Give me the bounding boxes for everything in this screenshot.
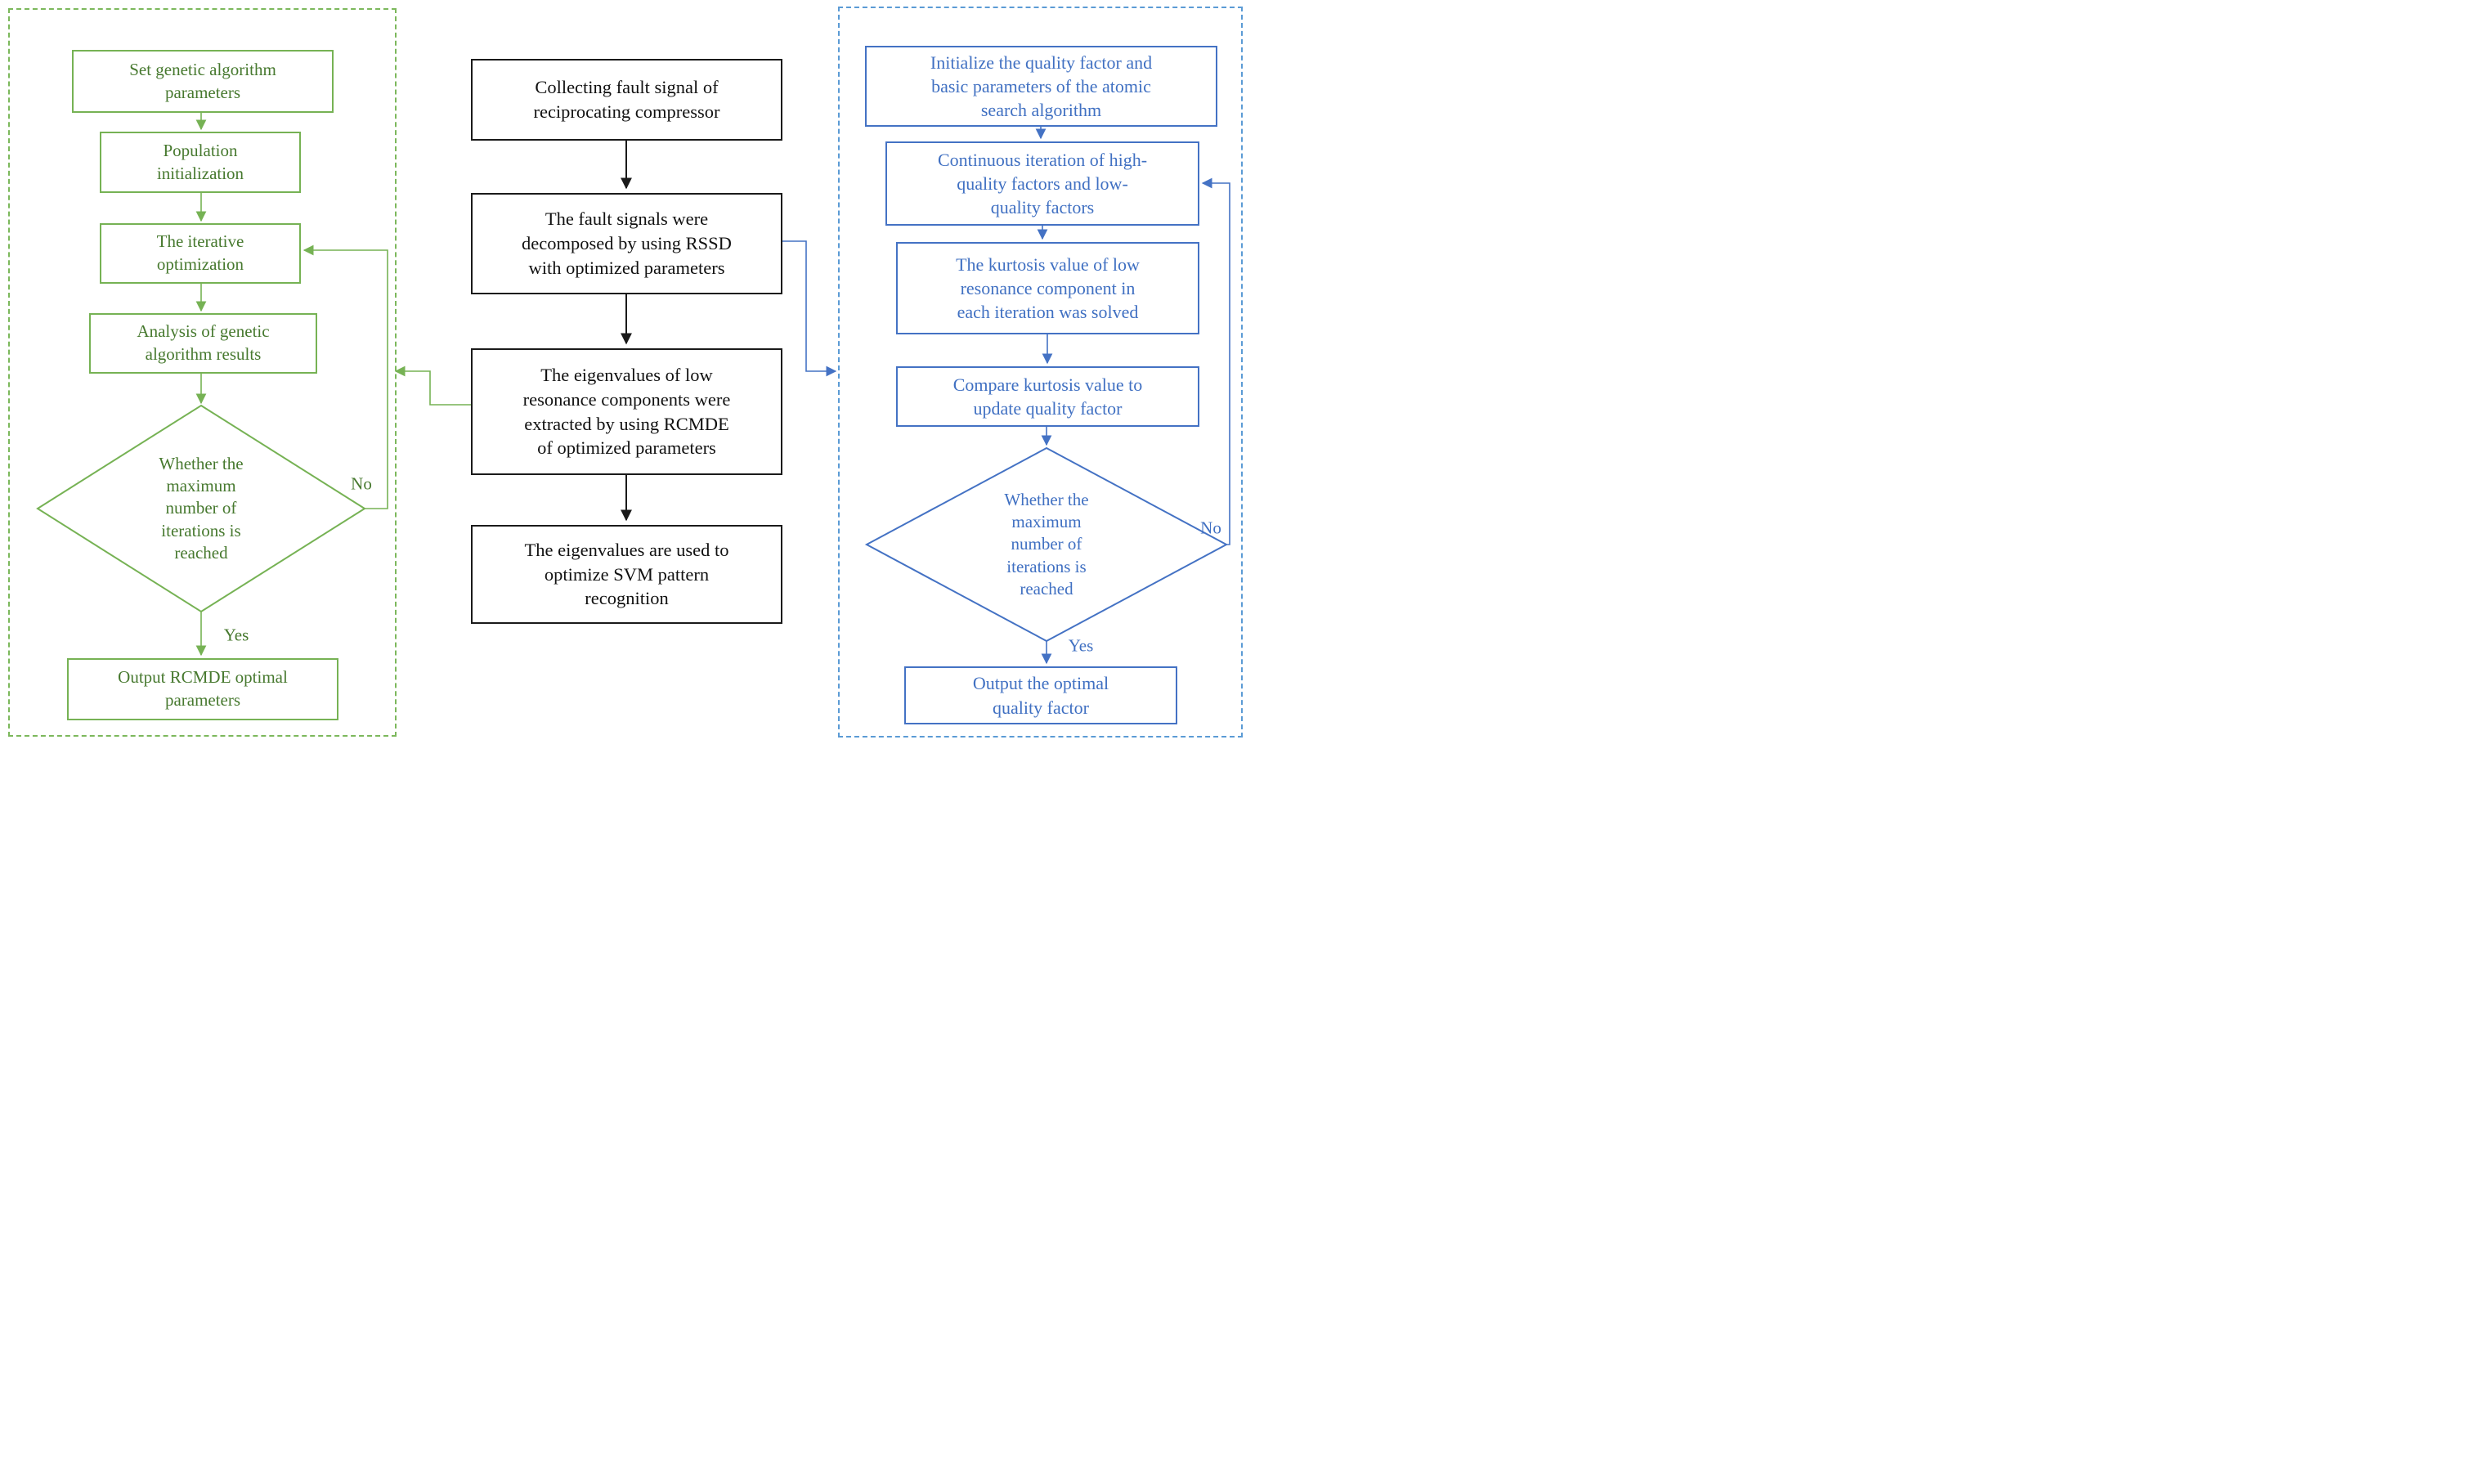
ga-no-label: No xyxy=(351,473,372,494)
asa-initialize-box: Initialize the quality factor and basic … xyxy=(865,46,1217,127)
ga-set-parameters-box: Set genetic algorithm parameters xyxy=(72,50,334,113)
asa-continuous-iteration-box: Continuous iteration of high- quality fa… xyxy=(885,141,1199,226)
ga-iterative-optimization-box: The iterative optimization xyxy=(100,223,301,284)
asa-compare-kurtosis-box: Compare kurtosis value to update quality… xyxy=(896,366,1199,427)
ga-max-iterations-diamond-text: Whether the maximum number of iterations… xyxy=(159,453,244,563)
main-svm-recognition-box: The eigenvalues are used to optimize SVM… xyxy=(471,525,782,624)
asa-output-box: Output the optimal quality factor xyxy=(904,666,1177,724)
arrow-rcmde-to-ga-region xyxy=(394,365,471,406)
asa-kurtosis-box: The kurtosis value of low resonance comp… xyxy=(896,242,1199,334)
ga-analysis-results-box: Analysis of genetic algorithm results xyxy=(89,313,317,374)
ga-population-init-box: Population initialization xyxy=(100,132,301,193)
atom-search-region xyxy=(838,7,1243,738)
ga-yes-label: Yes xyxy=(223,625,249,645)
arrow-rssd-to-asa-region xyxy=(782,240,837,377)
asa-no-label: No xyxy=(1200,518,1221,538)
main-collect-signal-box: Collecting fault signal of reciprocating… xyxy=(471,59,782,141)
ga-output-box: Output RCMDE optimal parameters xyxy=(67,658,338,720)
flowchart-canvas: Set genetic algorithm parameters Populat… xyxy=(0,0,1246,742)
main-rssd-decompose-box: The fault signals were decomposed by usi… xyxy=(471,193,782,294)
asa-max-iterations-diamond-text: Whether the maximum number of iterations… xyxy=(1004,489,1089,599)
asa-yes-label: Yes xyxy=(1068,635,1094,656)
main-rcmde-extract-box: The eigenvalues of low resonance compone… xyxy=(471,348,782,475)
